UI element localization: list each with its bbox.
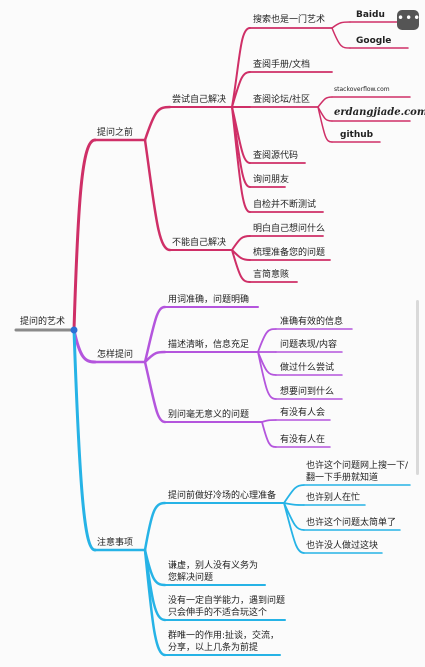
node-search-baidu: 也许这个问题网上搜一下/翻一下手册就知道 (306, 461, 409, 483)
root-topic: 提问的艺术 (20, 317, 66, 327)
link-nobody-did (283, 502, 305, 554)
node-info-valid: 准确有效的信息 (280, 317, 344, 327)
root-node-dot (70, 326, 78, 334)
node-nobody-did: 也许没人做过这块 (306, 541, 379, 551)
node-search-art: 搜索也是一门艺术 (253, 15, 326, 25)
node-too-simple: 也许这个问题太简单了 (306, 518, 397, 528)
link-google (331, 27, 351, 49)
node-baidu: Baidu (356, 10, 385, 20)
node-anyone-know: 有没有人会 (280, 408, 326, 418)
node-google: Google (356, 36, 392, 46)
topic-ask-before: 提问之前 (97, 128, 134, 138)
node-understand: 明白自己想问什么 (253, 224, 326, 234)
node-self-learn: 没有一定自学能力，遇到问题只会伸手的不适合玩这个 (168, 596, 286, 618)
link-concise (231, 249, 251, 283)
topic-how-to-ask: 怎样提问 (97, 350, 134, 360)
link-prepare (231, 249, 251, 261)
link-stackoverflow (317, 96, 333, 108)
node-info-tried: 做过什么尝试 (280, 363, 335, 373)
link-understand (231, 235, 251, 251)
link-erdangjiade (317, 106, 333, 122)
node-precise-words: 用词准确，问题明确 (168, 295, 250, 305)
link-search-art (231, 27, 251, 108)
node-humble: 谦虚，别人没有义务为您解决问题 (168, 561, 259, 583)
node-selfcheck: 自检并不断测试 (253, 200, 317, 210)
link-too-simple (283, 502, 305, 531)
topic-no-meaningless: 别问毫无意义的问题 (168, 410, 250, 420)
node-friends: 询问朋友 (253, 175, 290, 185)
link-ask-before-try-self (143, 105, 172, 142)
topic-notes: 注意事项 (97, 538, 134, 548)
link-info-want (257, 351, 277, 400)
node-anyone-here: 有没有人在 (280, 435, 326, 445)
link-ask-before-cannot-self (143, 138, 172, 252)
link-search-baidu (283, 484, 305, 504)
node-prepare: 梳理准备您的问题 (253, 248, 326, 258)
more-options-icon[interactable]: ••• (397, 10, 420, 30)
link-info-valid (257, 328, 277, 353)
link-github (317, 106, 333, 143)
link-anyone-know (261, 419, 277, 423)
link-root-how-to-ask (72, 328, 97, 364)
node-erdangjiade: erdangjiade.com (334, 107, 425, 118)
link-root-ask-before (72, 138, 97, 332)
node-stackoverflow: stackoverflow.com (334, 86, 390, 93)
link-precise-words (143, 305, 167, 364)
vertical-scrollbar[interactable] (416, 300, 419, 475)
link-group-chat (143, 548, 167, 657)
link-clear-info (143, 350, 167, 364)
link-anyone-here (261, 421, 277, 448)
node-manual: 查阅手册/文档 (253, 60, 311, 70)
node-info-symptom: 问题表现/内容 (280, 340, 338, 350)
link-manual (231, 71, 251, 108)
node-busy: 也许别人在忙 (306, 493, 361, 503)
link-no-meaningless (143, 360, 167, 424)
link-busy (283, 502, 305, 506)
node-source: 查阅源代码 (253, 151, 299, 161)
link-selfcheck (231, 106, 251, 213)
topic-cannot-self: 不能自己解决 (172, 238, 227, 248)
link-root-notes (72, 328, 97, 552)
node-info-want: 想要问到什么 (280, 387, 335, 397)
node-github: github (340, 130, 374, 140)
link-baidu (331, 21, 351, 29)
topic-cold-prep: 提问前做好冷场的心理准备 (168, 491, 277, 501)
node-group-chat: 群唯一的作用:扯谈，交流，分享，以上几条为前提 (168, 631, 280, 653)
topic-clear-info: 描述清晰，信息充足 (168, 340, 250, 350)
topic-try-self: 尝试自己解决 (172, 95, 227, 105)
link-cold-prep (143, 501, 167, 552)
node-concise: 言简意赅 (253, 270, 290, 280)
node-forum: 查阅论坛/社区 (253, 95, 311, 105)
